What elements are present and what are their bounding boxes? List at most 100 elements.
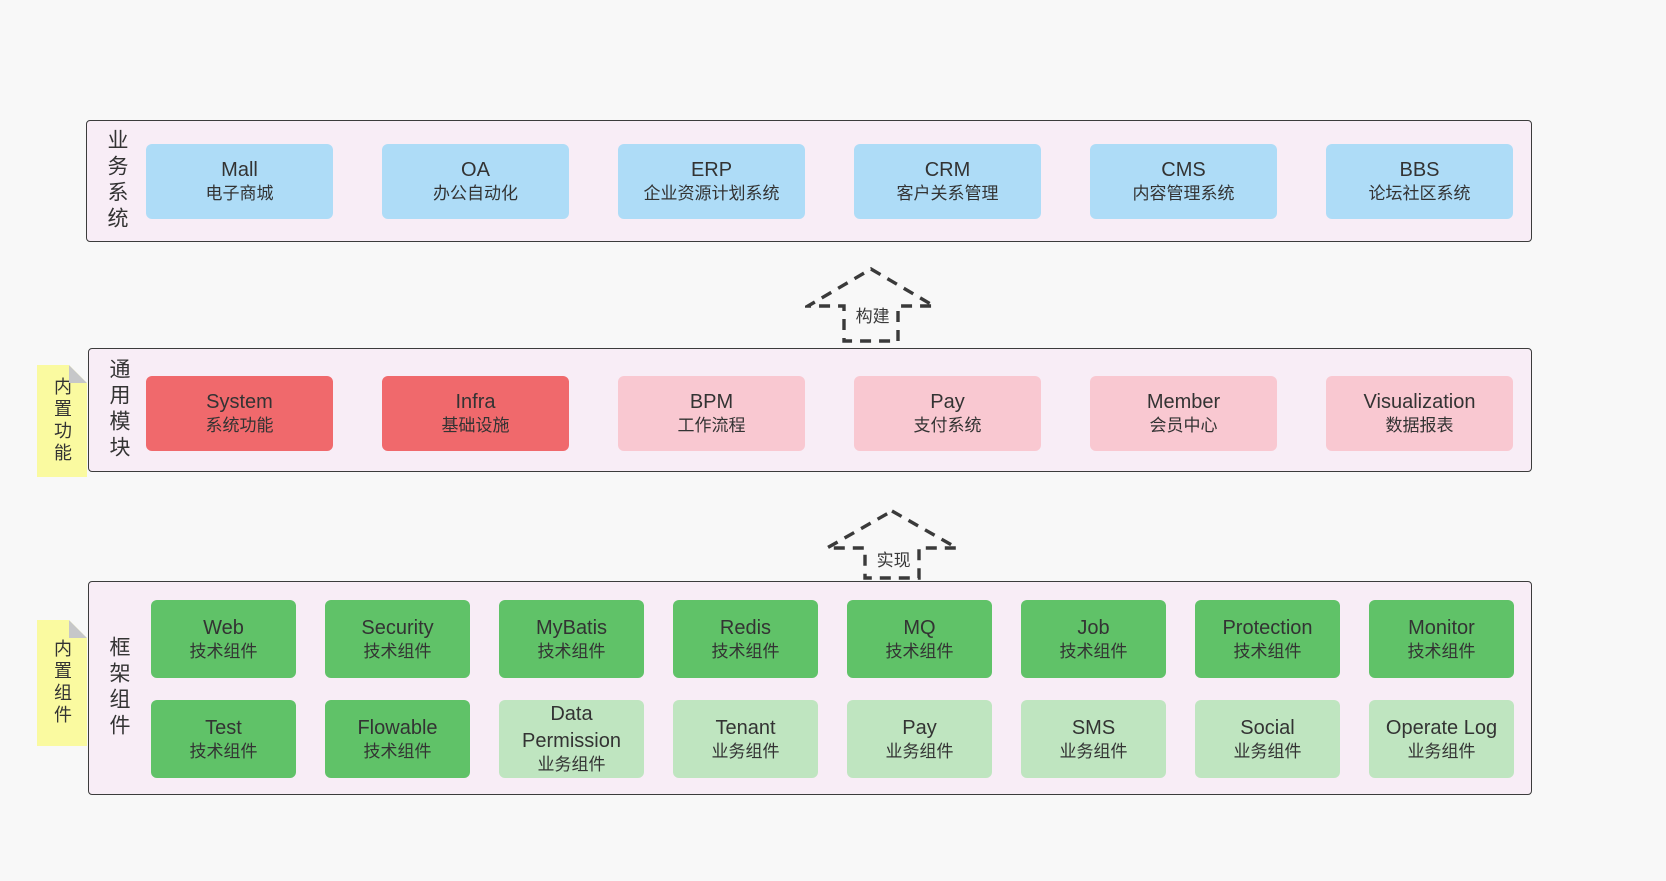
component-desc: 业务组件 — [1059, 741, 1128, 761]
arrow-label: 实现 — [873, 546, 914, 571]
component-desc: 内容管理系统 — [1132, 184, 1235, 204]
component-desc: 会员中心 — [1149, 416, 1218, 436]
framework-boxes-row-1: Web 技术组件 Security 技术组件 MyBatis 技术组件 Redi… — [151, 600, 1514, 678]
component-name: Flowable — [357, 716, 438, 739]
component-box: Redis 技术组件 — [673, 600, 818, 678]
section-business-systems-label: 业务系统 — [105, 129, 128, 233]
component-box: Web 技术组件 — [151, 600, 296, 678]
component-desc: 技术组件 — [1233, 641, 1302, 661]
component-box: Job 技术组件 — [1021, 600, 1166, 678]
up-arrow-icon — [805, 267, 937, 343]
component-desc: 技术组件 — [363, 741, 432, 761]
component-name: Mall — [221, 159, 258, 182]
component-box: Test 技术组件 — [151, 700, 296, 778]
component-desc: 技术组件 — [711, 641, 780, 661]
component-name: Web — [203, 616, 244, 639]
component-name: BPM — [689, 391, 734, 414]
component-box: Protection 技术组件 — [1195, 600, 1340, 678]
section-common-modules-label: 通用模块 — [107, 358, 130, 462]
component-box: Visualization 数据报表 — [1326, 376, 1513, 451]
component-name: ERP — [690, 159, 733, 182]
component-box: MyBatis 技术组件 — [499, 600, 644, 678]
component-desc: 办公自动化 — [433, 184, 518, 204]
component-name: BBS — [1399, 159, 1440, 182]
component-box: Member 会员中心 — [1090, 376, 1277, 451]
component-name: Tenant — [715, 716, 776, 739]
component-name: CMS — [1161, 159, 1206, 182]
component-desc: 业务组件 — [1407, 741, 1476, 761]
component-desc: 技术组件 — [1407, 641, 1476, 661]
component-box: Mall 电子商城 — [146, 144, 333, 219]
component-desc: 论坛社区系统 — [1368, 184, 1471, 204]
sticky-note-label: 内置功能 — [52, 377, 72, 465]
component-desc: 基础设施 — [441, 416, 510, 436]
component-name: Redis — [719, 616, 772, 639]
component-name: Infra — [455, 391, 496, 414]
component-box: ERP 企业资源计划系统 — [618, 144, 805, 219]
component-box: SMS 业务组件 — [1021, 700, 1166, 778]
component-box: MQ 技术组件 — [847, 600, 992, 678]
component-desc: 技术组件 — [537, 641, 606, 661]
component-box: CRM 客户关系管理 — [854, 144, 1041, 219]
arrow-label: 构建 — [852, 302, 893, 327]
framework-boxes-row-2: Test 技术组件 Flowable 技术组件 Data Permission … — [151, 700, 1514, 778]
section-common-modules: 通用模块 System 系统功能 Infra 基础设施 BPM 工作流程 Pay… — [88, 348, 1532, 472]
section-framework-components-label: 框架组件 — [107, 636, 130, 740]
component-desc: 技术组件 — [189, 741, 258, 761]
component-desc: 企业资源计划系统 — [643, 184, 780, 204]
component-name: CRM — [924, 159, 971, 182]
component-desc: 技术组件 — [189, 641, 258, 661]
component-box: Pay 支付系统 — [854, 376, 1041, 451]
component-desc: 支付系统 — [913, 416, 982, 436]
modules-boxes-row: System 系统功能 Infra 基础设施 BPM 工作流程 Pay 支付系统… — [146, 376, 1513, 451]
component-box: BBS 论坛社区系统 — [1326, 144, 1513, 219]
component-desc: 技术组件 — [1059, 641, 1128, 661]
component-box: Infra 基础设施 — [382, 376, 569, 451]
component-name: MQ — [903, 616, 936, 639]
component-desc: 业务组件 — [711, 741, 780, 761]
component-box: Social 业务组件 — [1195, 700, 1340, 778]
up-arrow-icon — [824, 509, 960, 580]
component-box: System 系统功能 — [146, 376, 333, 451]
component-desc: 数据报表 — [1385, 416, 1454, 436]
component-name: System — [206, 391, 273, 414]
component-box: Tenant 业务组件 — [673, 700, 818, 778]
build-arrow-up: 构建 — [805, 266, 937, 344]
sticky-note-builtin-components: 内置组件 — [37, 620, 87, 746]
component-name: Operate Log — [1385, 716, 1498, 739]
component-name: Test — [205, 716, 242, 739]
component-box: OA 办公自动化 — [382, 144, 569, 219]
component-desc: 客户关系管理 — [896, 184, 999, 204]
component-name: Pay — [930, 391, 965, 414]
component-name: Visualization — [1363, 391, 1476, 414]
component-box: Data Permission 业务组件 — [499, 700, 644, 778]
component-desc: 工作流程 — [677, 416, 746, 436]
component-name: Job — [1077, 616, 1110, 639]
sticky-note-builtin-features: 内置功能 — [37, 365, 87, 477]
component-box: Security 技术组件 — [325, 600, 470, 678]
component-desc: 业务组件 — [1233, 741, 1302, 761]
component-desc: 系统功能 — [205, 416, 274, 436]
component-box: Monitor 技术组件 — [1369, 600, 1514, 678]
component-desc: 技术组件 — [363, 641, 432, 661]
component-box: CMS 内容管理系统 — [1090, 144, 1277, 219]
component-name: Monitor — [1408, 616, 1475, 639]
component-desc: 业务组件 — [885, 741, 954, 761]
business-boxes-row: Mall 电子商城 OA 办公自动化 ERP 企业资源计划系统 CRM 客户关系… — [146, 144, 1513, 219]
component-name: Protection — [1222, 616, 1313, 639]
component-desc: 技术组件 — [885, 641, 954, 661]
section-framework-components: 框架组件 Web 技术组件 Security 技术组件 MyBatis 技术组件… — [88, 581, 1532, 795]
component-desc: 业务组件 — [537, 755, 606, 775]
component-name: OA — [461, 159, 490, 182]
sticky-note-label: 内置组件 — [52, 639, 72, 727]
component-name: MyBatis — [535, 616, 608, 639]
component-box: Flowable 技术组件 — [325, 700, 470, 778]
section-business-systems: 业务系统 Mall 电子商城 OA 办公自动化 ERP 企业资源计划系统 CRM… — [86, 120, 1532, 242]
component-name: Security — [361, 616, 434, 639]
component-box: Operate Log 业务组件 — [1369, 700, 1514, 778]
component-name: Data Permission — [522, 703, 621, 752]
component-box: Pay 业务组件 — [847, 700, 992, 778]
implement-arrow-up: 实现 — [824, 508, 960, 580]
component-desc: 电子商城 — [205, 184, 274, 204]
component-name: Social — [1240, 716, 1295, 739]
